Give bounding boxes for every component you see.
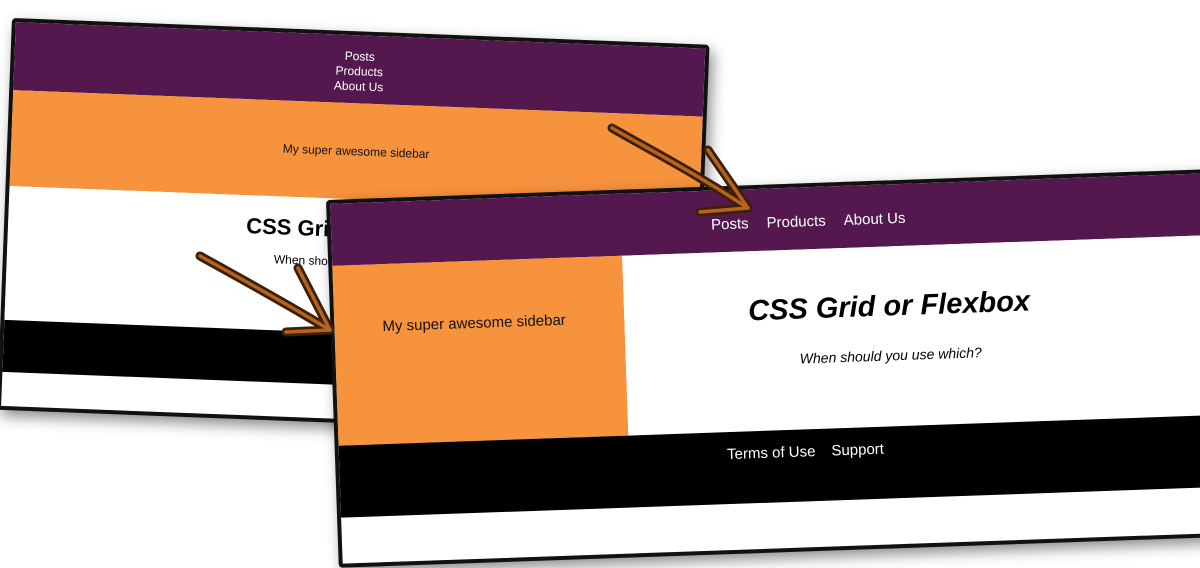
nav-link-posts[interactable]: Posts: [710, 215, 749, 234]
nav-link-about-us[interactable]: About Us: [843, 209, 906, 229]
page-subtitle: When should you use which?: [799, 344, 983, 367]
sidebar-text: My super awesome sidebar: [282, 141, 430, 162]
footer-link-terms[interactable]: Terms of Use: [726, 443, 816, 464]
sidebar: My super awesome sidebar: [332, 255, 629, 446]
sidebar-text: My super awesome sidebar: [382, 311, 567, 336]
desktop-layout-window: Posts Products About Us My super awesome…: [326, 168, 1200, 568]
page-title: CSS Grid or Flexbox: [747, 285, 1031, 328]
nav-link-products[interactable]: Products: [766, 212, 827, 232]
footer-link-support[interactable]: Support: [831, 440, 885, 460]
footer-links: Terms of Use Support: [727, 441, 884, 463]
main-content: CSS Grid or Flexbox When should you use …: [622, 234, 1200, 436]
nav-links: Posts Products About Us: [711, 210, 906, 234]
